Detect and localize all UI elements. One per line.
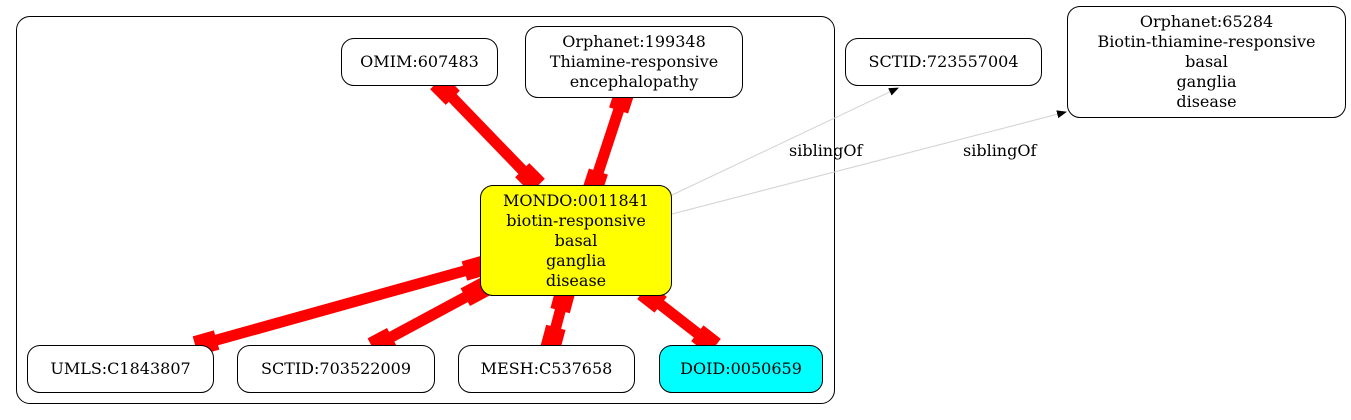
edge-orphanet199348-center [582, 86, 635, 196]
node-omim-607483[interactable]: OMIM:607483 [341, 38, 498, 86]
node-mondo-0011841-center[interactable]: MONDO:0011841 biotin-responsive basal ga… [480, 185, 672, 296]
edge-mesh-center [540, 286, 576, 352]
node-sctid-703522009[interactable]: SCTID:703522009 [237, 345, 435, 393]
node-mesh-c537658[interactable]: MESH:C537658 [458, 345, 635, 393]
equivalence-cluster [16, 16, 835, 404]
node-umls-c1843807[interactable]: UMLS:C1843807 [27, 345, 214, 393]
node-sctid-723557004[interactable]: SCTID:723557004 [845, 38, 1042, 86]
edge-sibling-orphanet65284 [671, 110, 1067, 215]
edge-label-siblingof-2: siblingOf [963, 141, 1037, 160]
node-orphanet-65284[interactable]: Orphanet:65284 Biotin-thiamine-responsiv… [1067, 6, 1346, 118]
edge-label-siblingof-1: siblingOf [789, 141, 863, 160]
node-doid-0050659[interactable]: DOID:0050659 [659, 345, 823, 393]
node-orphanet-199348[interactable]: Orphanet:199348 Thiamine-responsive ence… [525, 26, 743, 98]
edge-sibling-sctid723557004 [671, 87, 899, 196]
